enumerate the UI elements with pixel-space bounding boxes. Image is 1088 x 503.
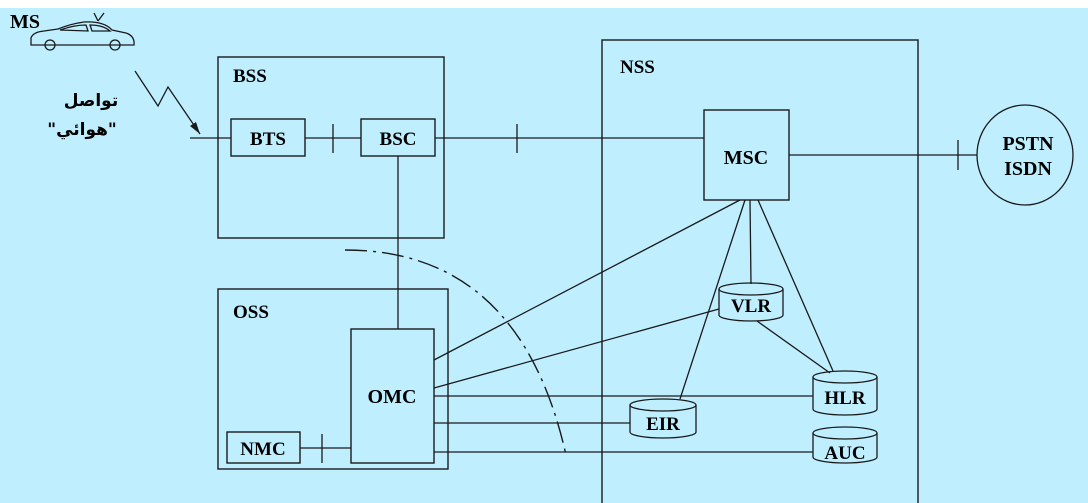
bsc-label: BSC	[380, 129, 417, 150]
air-link-label-line1: تواصل	[64, 91, 118, 111]
vlr-label: VLR	[731, 296, 771, 317]
ms-label: MS	[10, 11, 40, 33]
bts-label: BTS	[250, 129, 286, 150]
nss-title: NSS	[620, 57, 655, 78]
oss-title: OSS	[233, 302, 269, 323]
hlr-label: HLR	[824, 388, 865, 409]
auc-label: AUC	[824, 443, 865, 464]
boundary-arc	[345, 250, 566, 455]
connection-lines	[190, 124, 977, 463]
eir-label: EIR	[646, 414, 680, 435]
radio-link-icon	[135, 71, 200, 134]
air-link-label-line2: "هوائي"	[47, 120, 117, 140]
pstn-isdn-network	[977, 105, 1073, 205]
msc-label: MSC	[724, 147, 768, 169]
car-icon	[31, 13, 134, 50]
pstn-label: PSTN	[1002, 133, 1054, 155]
bss-title: BSS	[233, 66, 267, 87]
omc-label: OMC	[368, 386, 417, 408]
nmc-label: NMC	[240, 439, 285, 460]
isdn-label: ISDN	[1004, 158, 1052, 180]
